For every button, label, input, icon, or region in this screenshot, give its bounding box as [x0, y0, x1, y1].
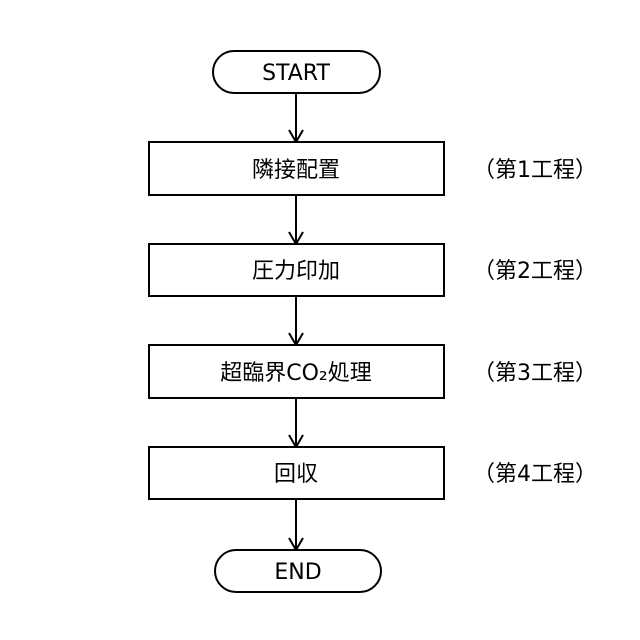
- step-4: 回収 （第4工程）: [149, 447, 597, 499]
- arrow-step-3-to-step-4: [289, 398, 303, 447]
- arrow-start-to-step-1: [289, 93, 303, 142]
- end-label: END: [274, 560, 321, 585]
- step-2-label: 圧力印加: [252, 259, 340, 284]
- step-2: 圧力印加 （第2工程）: [149, 244, 597, 296]
- step-1-label: 隣接配置: [252, 158, 340, 183]
- step-4-note: （第4工程）: [473, 462, 597, 487]
- step-1: 隣接配置 （第1工程）: [149, 142, 597, 195]
- end-terminal: END: [215, 550, 381, 592]
- step-1-note: （第1工程）: [473, 158, 597, 183]
- step-3-note: （第3工程）: [473, 361, 597, 386]
- step-3-label: 超臨界CO₂処理: [220, 361, 372, 386]
- arrow-step-4-to-end: [289, 499, 303, 550]
- start-terminal: START: [213, 51, 380, 93]
- step-4-label: 回収: [274, 462, 318, 487]
- step-2-note: （第2工程）: [473, 259, 597, 284]
- arrow-step-2-to-step-3: [289, 296, 303, 345]
- start-label: START: [262, 61, 330, 86]
- step-3: 超臨界CO₂処理 （第3工程）: [149, 345, 597, 398]
- arrow-step-1-to-step-2: [289, 195, 303, 244]
